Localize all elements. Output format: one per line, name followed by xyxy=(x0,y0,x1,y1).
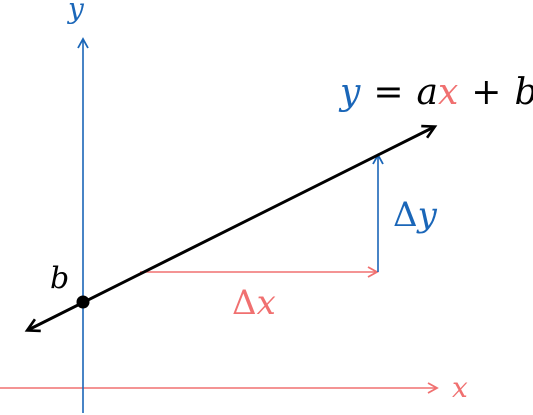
intercept-point-icon xyxy=(76,295,90,309)
delta-y-label: Δy xyxy=(393,195,438,235)
equation-label: y = ax + b xyxy=(338,72,533,113)
function-line xyxy=(24,124,438,333)
intercept-label: b xyxy=(50,261,69,296)
x-axis-label: x xyxy=(452,371,468,404)
y-axis-label: y xyxy=(66,0,85,25)
delta-x-label: Δx xyxy=(232,283,276,323)
